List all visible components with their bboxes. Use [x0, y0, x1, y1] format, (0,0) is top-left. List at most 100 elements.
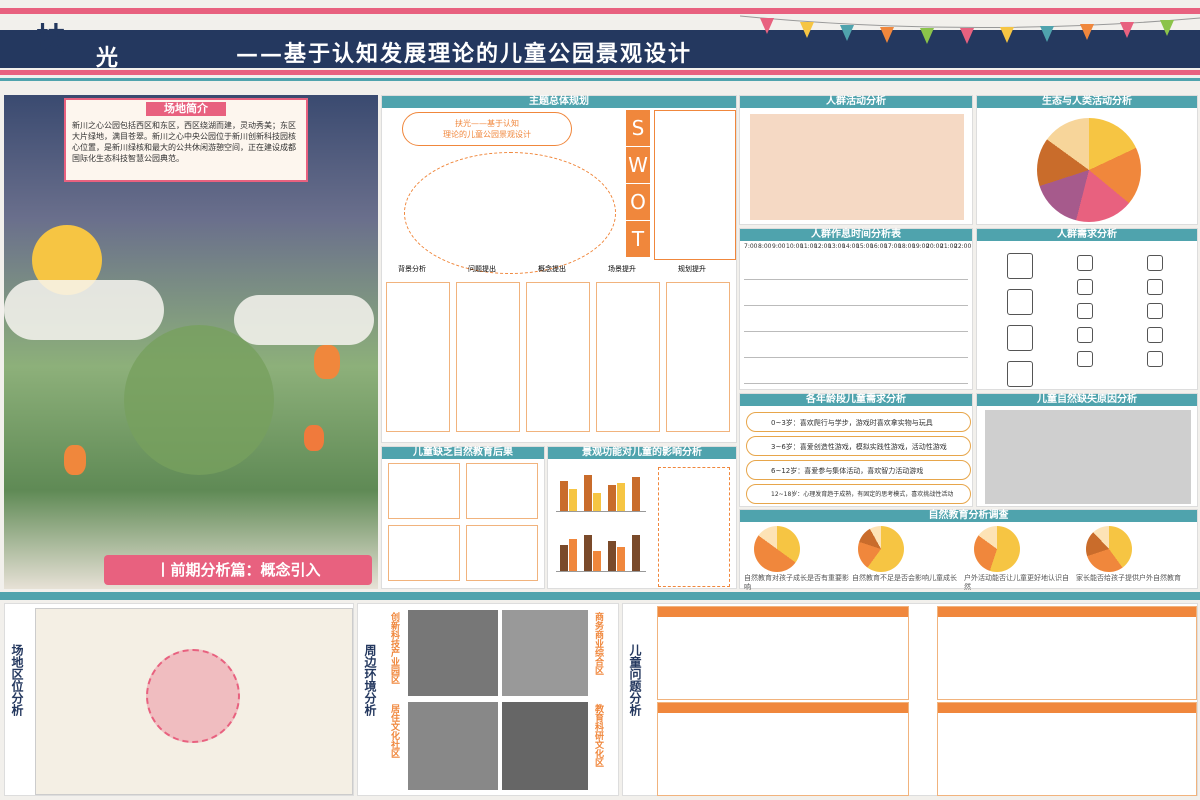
problem-block-header	[658, 703, 908, 713]
crowd-header: 人群活动分析	[740, 96, 972, 108]
plan-title-cloud: 扶光——基于认知 理论的儿童公园景观设计	[402, 112, 572, 146]
location-map	[35, 608, 353, 795]
problem-block	[937, 702, 1197, 796]
need-icon	[1007, 289, 1033, 315]
age-need-item: 3~6岁：喜爱创造性游戏，模拟实践性游戏，活动性游戏	[746, 436, 971, 456]
plan-section-header: 主题总体规划	[382, 96, 736, 108]
step-label: 背景分析	[398, 265, 426, 273]
need-icon	[1147, 279, 1163, 295]
outcome-card	[466, 463, 538, 519]
timeline-row	[744, 347, 968, 358]
bunting-flags-icon	[740, 15, 1200, 44]
photo	[502, 610, 588, 696]
plan-panel: 主题总体规划 扶光——基于认知 理论的儿童公园景观设计 S W O T 背景分析…	[381, 95, 737, 443]
lantern-icon	[304, 425, 324, 451]
zone-label: 创新科技产业园区	[389, 612, 399, 684]
need-icon	[1147, 351, 1163, 367]
zone-label: 居住文化社区	[389, 704, 399, 758]
location-label: 场地区位分析	[10, 644, 24, 716]
edu-outcome-header: 儿童缺乏自然教育后果	[382, 447, 544, 459]
survey-caption: 自然教育对孩子成长是否有重要影响	[744, 574, 849, 591]
plan-title-line2: 理论的儿童公园景观设计	[443, 130, 531, 139]
page-title: ——基于认知发展理论的儿童公园景观设计	[236, 41, 693, 67]
step-row: 背景分析 问题提出 概念提出 场景提升 规划提升	[386, 264, 734, 278]
needs-header: 人群需求分析	[977, 229, 1197, 241]
swot-notes	[654, 110, 736, 260]
nature-lack-panel: 儿童自然缺失原因分析	[976, 393, 1198, 507]
problem-label: 儿童问题分析	[628, 644, 642, 716]
eco-header: 生态与人类活动分析	[977, 96, 1197, 108]
need-icon	[1007, 253, 1033, 279]
outcome-card	[388, 463, 460, 519]
swot-o: O	[626, 184, 650, 220]
age-needs-panel: 各年龄段儿童需求分析 0~3岁：喜欢爬行与学步，游戏时喜欢拿实物与玩具 3~6岁…	[739, 393, 973, 507]
nature-lack-header: 儿童自然缺失原因分析	[977, 394, 1197, 406]
bar-chart-2	[556, 527, 646, 572]
age-need-item: 6~12岁：喜爱参与集体活动，喜欢智力活动游戏	[746, 460, 971, 480]
crowd-panel: 人群活动分析	[739, 95, 973, 225]
analysis-banner: 丨前期分析篇：概念引入	[104, 555, 372, 585]
city-illustration	[985, 410, 1191, 504]
surround-panel: 周边环境分析 创新科技产业园区 商务商业综合区 居住文化社区 教育科研文化区	[357, 603, 619, 796]
bottom-divider	[0, 592, 1200, 600]
photo	[408, 610, 498, 696]
problem-block-header	[658, 607, 908, 617]
plan-title-line1: 扶光——基于认知	[455, 119, 519, 128]
timeline-row	[744, 269, 968, 280]
problem-block	[657, 702, 909, 796]
survey-pie-1	[754, 526, 800, 572]
site-intro-heading: 场地简介	[146, 102, 226, 116]
survey-pie-3	[974, 526, 1020, 572]
need-icon	[1077, 351, 1093, 367]
age-need-item: 0~3岁：喜欢爬行与学步，游戏时喜欢拿实物与玩具	[746, 412, 971, 432]
problem-block	[937, 606, 1197, 700]
needs-panel: 人群需求分析	[976, 228, 1198, 390]
survey-panel: 自然教育分析调查 自然教育对孩子成长是否有重要影响 自然教育不足是否会影响儿童成…	[739, 509, 1198, 591]
need-icon	[1077, 255, 1093, 271]
swot-s: S	[626, 110, 650, 146]
swot-t: T	[626, 221, 650, 257]
lantern-icon	[314, 345, 340, 379]
step-label: 规划提升	[678, 265, 706, 273]
site-intro-card: 场地简介 新川之心公园包括西区和东区，西区绕湖而建，灵动秀美；东区大片绿地，满目…	[64, 98, 308, 182]
survey-caption: 户外活动能否让儿童更好地认识自然	[964, 574, 1069, 591]
bar-chart-1	[556, 467, 646, 512]
landscape-func-header: 景观功能对儿童的影响分析	[548, 447, 736, 459]
step-card	[526, 282, 590, 432]
cloud-icon	[234, 295, 374, 345]
plan-tree-diagram	[404, 152, 616, 274]
timeline-row	[744, 295, 968, 306]
step-label: 概念提出	[538, 265, 566, 273]
header-top-stripe	[0, 8, 1200, 14]
eco-panel: 生态与人类活动分析	[976, 95, 1198, 225]
survey-header: 自然教育分析调查	[740, 510, 1197, 522]
timeline-row	[744, 373, 968, 384]
photo	[408, 702, 498, 790]
need-icon	[1147, 255, 1163, 271]
lantern-icon	[64, 445, 86, 475]
step-cards	[386, 282, 734, 438]
swot-w: W	[626, 147, 650, 183]
site-circle	[146, 649, 240, 743]
timeline-row	[744, 321, 968, 332]
problem-block-header	[938, 703, 1196, 713]
step-card	[666, 282, 730, 432]
scale-diagram	[658, 467, 730, 587]
cloud-icon	[4, 280, 164, 340]
outcome-card	[388, 525, 460, 581]
park-plan	[124, 325, 274, 475]
step-card	[386, 282, 450, 432]
timeline-panel: 人群作息时间分析表 7:00 8:00 9:00 10:00 11:00 12:…	[739, 228, 973, 390]
step-card	[596, 282, 660, 432]
step-card	[456, 282, 520, 432]
step-label: 问题提出	[468, 265, 496, 273]
zone-label: 商务商业综合区	[593, 612, 603, 675]
age-need-item: 12~18岁：心理发育趋于成熟，有固定的思考模式，喜欢挑战性活动	[746, 484, 971, 504]
outcome-card	[466, 525, 538, 581]
problem-block-header	[938, 607, 1196, 617]
timeline-hours: 7:00 8:00 9:00 10:00 11:00 12:00 13:00 1…	[744, 243, 972, 250]
eco-pie-chart	[1037, 118, 1141, 222]
age-needs-header: 各年龄段儿童需求分析	[740, 394, 972, 406]
need-icon	[1147, 303, 1163, 319]
landscape-func-panel: 景观功能对儿童的影响分析	[547, 446, 737, 589]
